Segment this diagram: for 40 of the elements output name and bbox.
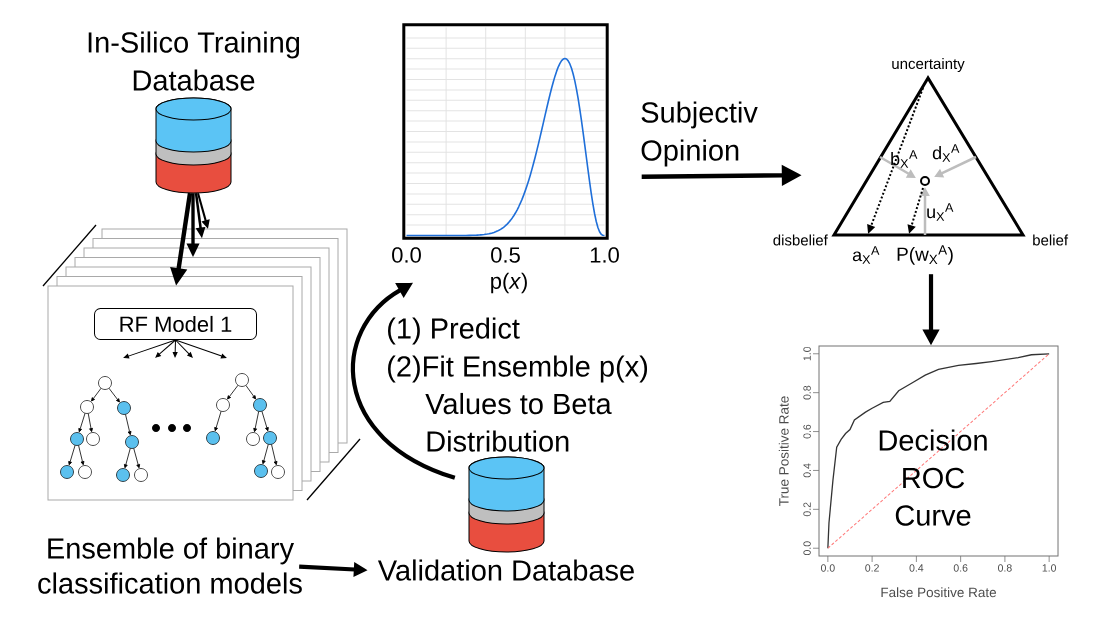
x-tick-label: 0.6	[953, 564, 968, 572]
y-tick-label: 0.0	[803, 541, 811, 556]
y-tick-label: 1.0	[803, 346, 811, 361]
arrow	[172, 339, 178, 358]
database-title: In-Silico Training Database	[88, 31, 300, 91]
model-box: RF Model 1	[94, 308, 257, 340]
x-tick-label: 0.0	[820, 564, 835, 572]
arrow	[155, 339, 176, 358]
arrow	[175, 339, 227, 359]
axis-label: p(x)	[491, 272, 527, 294]
symbol-label: u$_{X}$A	[927, 203, 954, 221]
y-tick-label: 0.8	[803, 385, 811, 400]
chart-title: Decision ROC Curve	[879, 429, 987, 526]
x-tick-label: 0.2	[865, 564, 879, 572]
symbol-label: b$_{X}$A	[891, 150, 918, 168]
y-axis-title: True Positive Rate	[778, 396, 789, 506]
database-caption: Validation Database	[377, 559, 634, 581]
arrow	[351, 282, 456, 480]
tick-label: 1.0	[590, 247, 619, 263]
arrow	[123, 339, 176, 359]
corner-label: disbelief	[773, 234, 828, 246]
x-tick-label: 1.0	[1042, 564, 1057, 572]
corner-label: uncertainty	[892, 58, 965, 72]
x-tick-label: 0.4	[909, 564, 924, 572]
caption-text: Ensemble of binary classification models	[38, 537, 302, 594]
tick-label: 0.0	[392, 247, 421, 263]
symbol-label: P(w$_{X}$$^{A}$)	[897, 245, 953, 265]
corner-label: belief	[1033, 234, 1069, 246]
tick-label: 0.5	[491, 247, 520, 263]
step-text: (1) Predict	[388, 317, 520, 345]
y-tick-label: 0.4	[803, 463, 811, 478]
step-text: (2)Fit Ensemble p(x) Values to Beta Distribution	[388, 355, 648, 452]
edge-label: Subjectiv Opinion	[641, 101, 758, 167]
x-tick-label: 0.8	[998, 564, 1012, 572]
y-tick-label: 0.2	[803, 502, 811, 517]
y-tick-label: 0.6	[803, 424, 811, 439]
symbol-label: a$_{X}$A	[852, 246, 880, 264]
symbol-label: d$_{X}$A	[932, 144, 960, 162]
arrow	[175, 339, 193, 358]
x-axis-title: False Positive Rate	[881, 587, 997, 598]
